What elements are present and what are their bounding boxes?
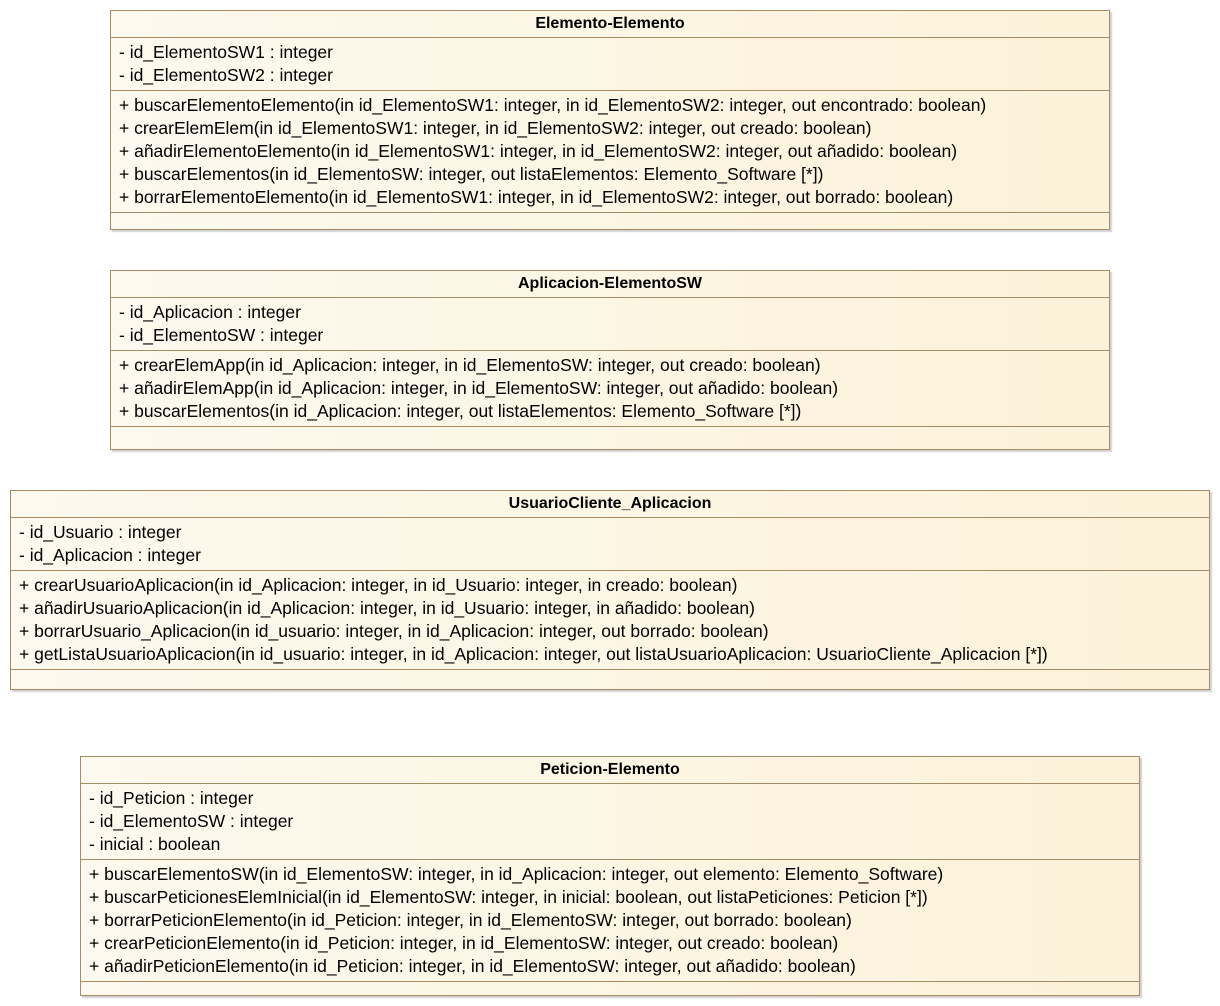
class-elemento-elemento[interactable]: Elemento-Elemento - id_ElementoSW1 : int… — [110, 10, 1110, 230]
attribute: - id_ElementoSW : integer — [119, 325, 324, 345]
class-name: Elemento-Elemento — [111, 11, 1109, 38]
operation: + buscarElementoSW(in id_ElementoSW: int… — [89, 864, 944, 884]
operation: + buscarElementos(in id_ElementoSW: inte… — [119, 164, 824, 184]
operation: + buscarElementoElemento(in id_ElementoS… — [119, 95, 987, 115]
attribute: - id_ElementoSW1 : integer — [119, 42, 333, 62]
operation: + getListaUsuarioAplicacion(in id_usuari… — [19, 644, 1048, 664]
attribute: - id_Aplicacion : integer — [19, 545, 201, 565]
operation: + borrarUsuario_Aplicacion(in id_usuario… — [19, 621, 769, 641]
empty-compartment — [111, 427, 1109, 447]
class-peticion-elemento[interactable]: Peticion-Elemento - id_Peticion : intege… — [80, 756, 1140, 996]
class-name: Peticion-Elemento — [81, 757, 1139, 784]
operation: + buscarElementos(in id_Aplicacion: inte… — [119, 401, 802, 421]
class-name: Aplicacion-ElementoSW — [111, 271, 1109, 298]
attributes-compartment: - id_Usuario : integer - id_Aplicacion :… — [11, 518, 1209, 571]
operation: + añadirElemApp(in id_Aplicacion: intege… — [119, 378, 839, 398]
operation: + añadirElementoElemento(in id_ElementoS… — [119, 141, 958, 161]
class-usuariocliente-aplicacion[interactable]: UsuarioCliente_Aplicacion - id_Usuario :… — [10, 490, 1210, 690]
attribute: - id_ElementoSW2 : integer — [119, 65, 333, 85]
operation: + crearPeticionElemento(in id_Peticion: … — [89, 933, 839, 953]
operation: + borrarElementoElemento(in id_ElementoS… — [119, 187, 954, 207]
attribute: - id_Usuario : integer — [19, 522, 182, 542]
attribute: - inicial : boolean — [89, 834, 221, 854]
operation: + borrarPeticionElemento(in id_Peticion:… — [89, 910, 852, 930]
empty-compartment — [111, 213, 1109, 233]
operation: + buscarPeticionesElemInicial(in id_Elem… — [89, 887, 928, 907]
operations-compartment: + buscarElementoElemento(in id_ElementoS… — [111, 91, 1109, 213]
operations-compartment: + crearElemApp(in id_Aplicacion: integer… — [111, 351, 1109, 427]
empty-compartment — [81, 982, 1139, 1002]
operation: + crearElemApp(in id_Aplicacion: integer… — [119, 355, 821, 375]
attribute: - id_ElementoSW : integer — [89, 811, 294, 831]
operation: + añadirPeticionElemento(in id_Peticion:… — [89, 956, 856, 976]
attributes-compartment: - id_ElementoSW1 : integer - id_Elemento… — [111, 38, 1109, 91]
attributes-compartment: - id_Peticion : integer - id_ElementoSW … — [81, 784, 1139, 860]
empty-compartment — [11, 670, 1209, 690]
operation: + añadirUsuarioAplicacion(in id_Aplicaci… — [19, 598, 755, 618]
operations-compartment: + crearUsuarioAplicacion(in id_Aplicacio… — [11, 571, 1209, 670]
operation: + crearElemElem(in id_ElementoSW1: integ… — [119, 118, 872, 138]
operations-compartment: + buscarElementoSW(in id_ElementoSW: int… — [81, 860, 1139, 982]
operation: + crearUsuarioAplicacion(in id_Aplicacio… — [19, 575, 738, 595]
attribute: - id_Peticion : integer — [89, 788, 254, 808]
attribute: - id_Aplicacion : integer — [119, 302, 301, 322]
class-name: UsuarioCliente_Aplicacion — [11, 491, 1209, 518]
class-aplicacion-elementosw[interactable]: Aplicacion-ElementoSW - id_Aplicacion : … — [110, 270, 1110, 450]
attributes-compartment: - id_Aplicacion : integer - id_ElementoS… — [111, 298, 1109, 351]
